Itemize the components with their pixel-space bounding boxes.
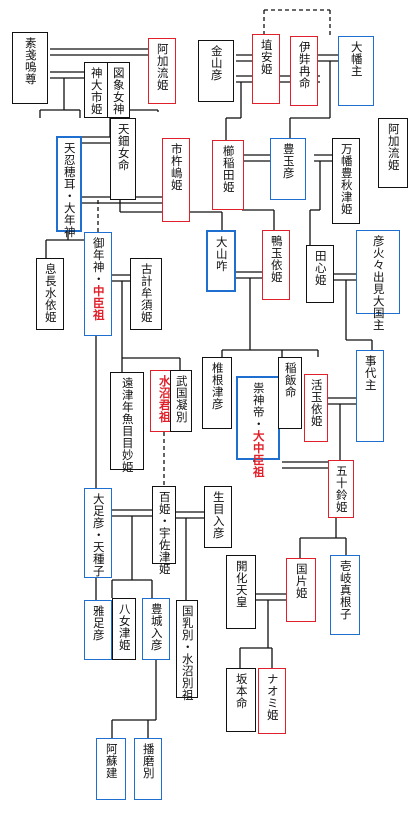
node-asotate: 阿蘇建	[96, 738, 126, 800]
node-mitoshi: 御年神・中臣祖	[84, 232, 112, 336]
node-kushinada: 櫛稲田姫	[212, 140, 244, 210]
node-oshihomimi: 天忍穂耳・大年神	[56, 136, 82, 238]
node-otarashi: 大足彦・天種子	[84, 488, 112, 578]
node-ikimane: 壱岐真根子	[330, 555, 360, 635]
node-hikohohodemi-label: 彦火々出見大国主	[371, 235, 386, 331]
node-okinaga: 息長水依姫	[36, 258, 64, 330]
node-kotoshiro-label: 事代主	[363, 355, 378, 391]
node-asotate-label: 阿蘇建	[104, 743, 119, 779]
node-katamayori-label: 活玉依姫	[309, 379, 324, 427]
node-mitoshi-label: 御年神・中臣祖	[91, 237, 106, 321]
node-takoko: 田心姫	[306, 245, 334, 303]
node-toyotama-label: 豊玉彦	[281, 143, 296, 179]
node-zushome-label: 図象女神	[111, 67, 126, 115]
node-ikume-label: 生目入彦	[211, 491, 226, 539]
node-ohirume-label: 大幡主	[349, 41, 364, 77]
node-amanokamame-label: 天鈿女命	[116, 123, 131, 171]
node-haniyasu-label: 埴安姫	[259, 39, 274, 75]
node-kokesu-label: 古計牟須姫	[139, 263, 154, 323]
highlighted-text: 中臣祖	[91, 285, 106, 321]
node-katamayori: 活玉依姫	[304, 374, 328, 442]
node-toyotama: 豊玉彦	[270, 138, 306, 200]
node-susanoo: 素戔嗚尊	[12, 32, 48, 104]
node-katasu-label: 国片姫	[294, 563, 309, 599]
node-yorozuhata-label: 万幡豊秋津姫	[339, 143, 354, 215]
node-akaru-left-label: 阿加流姫	[155, 43, 170, 91]
node-akaru-left: 阿加流姫	[148, 38, 176, 104]
node-kamuoichi: 神大市姫	[84, 62, 108, 118]
node-sujin: 祟神帝・大中臣祖	[236, 376, 280, 478]
node-izanami-label: 伊弉冉命	[297, 41, 312, 89]
node-okinaga-label: 息長水依姫	[43, 263, 58, 323]
node-momohime-label: 百姫・宇佐津姫	[157, 491, 172, 575]
node-kaika: 開化天皇	[226, 555, 256, 629]
node-susanoo-label: 素戔嗚尊	[23, 37, 38, 85]
node-kaika-label: 開化天皇	[234, 560, 249, 608]
node-ichikishima-label: 市杵嶋姫	[169, 143, 184, 191]
node-kanayama-label: 金山彦	[209, 45, 224, 81]
node-ohirume: 大幡主	[338, 36, 374, 106]
node-yametsu-label: 八女津姫	[117, 603, 132, 651]
node-takeminako-label: 武国凝別	[174, 375, 189, 423]
highlighted-text: 大中臣祖	[251, 430, 266, 478]
node-kotoshiro: 事代主	[356, 350, 384, 442]
node-kaneritsuhiko-label: 椎根津彦	[210, 362, 225, 410]
highlighted-text: 水沼君祖	[157, 375, 172, 423]
node-kunichiwake-label: 国乳別・水沼別祖	[180, 605, 195, 701]
node-kanayama: 金山彦	[198, 40, 234, 102]
node-wakatarashi-label: 雅足彦	[91, 605, 106, 641]
node-toyoki-label: 豊城入彦	[149, 603, 164, 651]
node-tamayori-label: 鴨玉依姫	[269, 235, 284, 283]
node-yorozuhata: 万幡豊秋津姫	[332, 138, 360, 224]
node-sujin-label: 祟神帝・大中臣祖	[251, 382, 266, 478]
node-ikume: 生目入彦	[204, 486, 232, 548]
node-haniyasu: 埴安姫	[252, 34, 280, 104]
node-hikohohodemi: 彦火々出見大国主	[356, 230, 400, 331]
node-takeminako: 武国凝別	[170, 370, 192, 432]
node-naomi: ナオミ姫	[258, 668, 286, 734]
node-totsunuo: 遠津年魚目目妙姫	[110, 372, 144, 473]
node-sakamoto: 坂本命	[226, 668, 256, 732]
node-akaru-right-label: 阿加流姫	[386, 123, 401, 171]
node-kaneritsuhiko: 椎根津彦	[202, 357, 232, 429]
node-kunichiwake: 国乳別・水沼別祖	[176, 600, 198, 701]
node-akaru-right: 阿加流姫	[378, 118, 408, 188]
node-isuzu: 五十鈴姫	[328, 460, 354, 518]
node-oyamakui: 大山咋	[206, 230, 236, 292]
node-oshihomimi-label: 天忍穂耳・大年神	[62, 142, 77, 238]
node-ikimane-label: 壱岐真根子	[338, 560, 353, 620]
node-harimawake-label: 播磨別	[141, 743, 156, 779]
node-oyamakui-label: 大山咋	[214, 236, 229, 272]
node-inaimo-label: 稲飯命	[283, 362, 298, 398]
node-otarashi-label: 大足彦・天種子	[91, 493, 106, 577]
node-yametsu: 八女津姫	[112, 598, 136, 660]
node-harimawake: 播磨別	[134, 738, 162, 800]
node-tamayori: 鴨玉依姫	[262, 230, 290, 300]
node-izanami: 伊弉冉命	[290, 36, 318, 106]
node-kushinada-label: 櫛稲田姫	[221, 145, 236, 193]
node-katasu: 国片姫	[286, 558, 316, 622]
node-wakatarashi: 雅足彦	[84, 600, 112, 660]
node-kamuoichi-label: 神大市姫	[89, 67, 104, 115]
node-inaimo: 稲飯命	[278, 357, 302, 429]
node-amanokamame: 天鈿女命	[110, 118, 136, 200]
node-momohime: 百姫・宇佐津姫	[152, 486, 176, 575]
node-isuzu-label: 五十鈴姫	[334, 465, 349, 513]
node-takoko-label: 田心姫	[313, 250, 328, 286]
node-ichikishima: 市杵嶋姫	[162, 138, 190, 222]
node-kokesu: 古計牟須姫	[130, 258, 162, 330]
node-naomi-label: ナオミ姫	[265, 673, 280, 721]
node-totsunuo-label: 遠津年魚目目妙姫	[120, 377, 135, 473]
node-zushome: 図象女神	[106, 62, 130, 118]
node-sakamoto-label: 坂本命	[234, 673, 249, 709]
node-toyoki: 豊城入彦	[142, 598, 170, 660]
node-minumakimi-label: 水沼君祖	[157, 375, 172, 423]
